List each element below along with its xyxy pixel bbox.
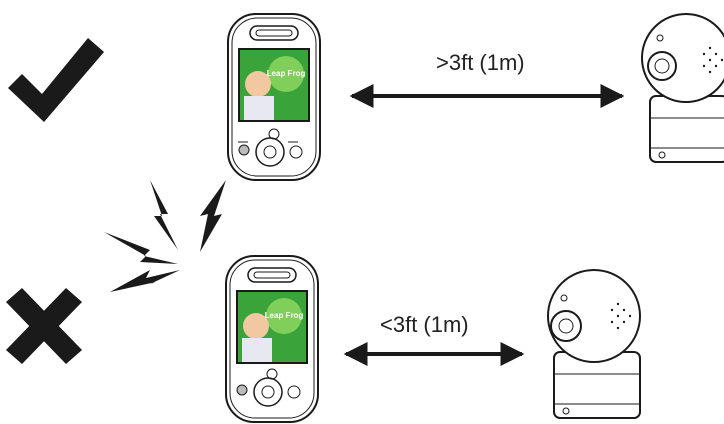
parent-unit-bottom: Leap Frog [225,255,319,423]
camera-top [641,13,724,163]
cross-icon [6,288,82,364]
parent-unit-logo: Leap Frog [267,69,306,78]
lightning-bolt-icon [104,180,226,292]
distance-label-bottom: <3ft (1m) [380,312,469,337]
camera-bottom [547,269,641,419]
parent-unit-top: Leap Frog [227,13,321,181]
checkmark-icon [8,38,104,122]
parent-unit-logo: Leap Frog [265,311,304,320]
distance-label-top: >3ft (1m) [436,50,525,75]
